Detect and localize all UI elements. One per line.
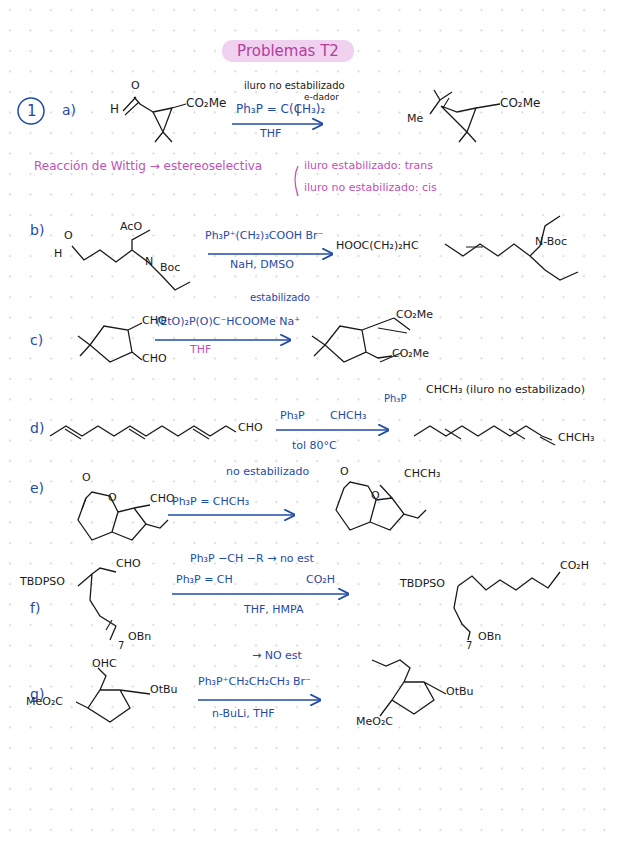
note-text: e) — [30, 480, 44, 496]
note-text: CHO — [150, 493, 175, 506]
note-text: N-Boc — [535, 236, 567, 249]
note-text: TBDPSO — [400, 578, 445, 591]
note-text: CHO — [238, 422, 263, 435]
note-text: CO₂Me — [500, 97, 540, 111]
note-text: TBDPSO — [20, 576, 65, 589]
note-text: CO₂Me — [186, 97, 226, 111]
note-text: CO₂Me — [396, 309, 433, 322]
note-text: Ph₃P −CH −R → no est — [190, 553, 314, 566]
note-text: f) — [30, 600, 40, 616]
note-text: Reacción de Wittig → estereoselectiva — [34, 160, 262, 174]
note-text: O — [64, 230, 73, 243]
note-text: tol 80°C — [292, 440, 337, 453]
note-text: CHO — [142, 353, 167, 366]
note-text: Ph₃P⁺CH₂CH₂CH₃ Br⁻ — [198, 676, 311, 689]
note-text: O — [371, 490, 380, 503]
note-text: 7 — [118, 640, 124, 652]
note-text: Boc — [160, 262, 180, 275]
note-text: OBn — [478, 631, 501, 644]
note-text: b) — [30, 222, 44, 238]
note-text: H — [110, 103, 119, 117]
note-text: (EtO)₂P(O)C⁻HCOOMe Na⁺ — [156, 316, 300, 329]
note-text: CHCH₃ — [330, 410, 366, 423]
note-text: Ph₃P = C(CH₃)₂ — [236, 103, 325, 117]
note-text: O — [108, 492, 117, 505]
note-text: n-BuLi, THF — [212, 708, 275, 721]
note-text: iluro estabilizado: trans — [304, 160, 433, 173]
note-text: OHC — [92, 658, 117, 671]
note-text: OBn — [128, 631, 151, 644]
note-text: O — [131, 80, 140, 93]
note-text: OtBu — [150, 684, 178, 697]
note-text: MeO₂C — [26, 696, 63, 709]
note-text: CHCH₃ — [558, 432, 594, 445]
note-text: O — [82, 472, 91, 485]
note-text: 1 — [27, 103, 37, 120]
note-text: estabilizado — [250, 292, 310, 304]
note-text: d) — [30, 420, 44, 436]
note-text: iluro no estabilizado — [244, 80, 345, 92]
note-text: HOOC(CH₂)₂HC — [336, 240, 419, 253]
note-text: → NO est — [252, 650, 302, 663]
note-text: NaH, DMSO — [230, 259, 294, 272]
note-text: THF — [260, 128, 281, 141]
note-text: CO₂H — [560, 560, 589, 573]
note-text: N — [145, 256, 153, 269]
note-text: iluro no estabilizado: cis — [304, 182, 437, 195]
note-text: THF, HMPA — [244, 604, 304, 617]
page-title: Problemas T2 — [237, 42, 339, 60]
note-text: Ph₃P = CH — [176, 574, 233, 587]
note-text: AcO — [120, 221, 142, 234]
note-text: THF — [190, 344, 211, 357]
note-text: 7 — [466, 640, 472, 652]
note-text: CO₂Me — [392, 348, 429, 361]
note-text: CHO — [116, 558, 141, 571]
note-text: Ph₃P — [280, 410, 305, 423]
note-text: O — [340, 466, 349, 479]
note-text: a) — [62, 102, 76, 118]
note-text: no estabilizado — [226, 466, 309, 479]
note-text: MeO₂C — [356, 716, 393, 729]
note-text: c) — [30, 332, 43, 348]
note-text: Ph₃P — [384, 393, 406, 405]
note-text: Me — [407, 113, 423, 126]
note-text: e-dador — [304, 92, 339, 102]
note-text: Ph₃P⁺(CH₂)₃COOH Br⁻ — [205, 230, 323, 243]
note-text: Ph₃P = CHCH₃ — [172, 496, 249, 509]
note-text: H — [54, 248, 62, 261]
note-text: CHCH₃ — [404, 468, 440, 481]
note-text: CO₂H — [306, 574, 335, 587]
note-text: OtBu — [446, 686, 474, 699]
note-text: CHCH₃ (iluro no estabilizado) — [426, 384, 585, 397]
